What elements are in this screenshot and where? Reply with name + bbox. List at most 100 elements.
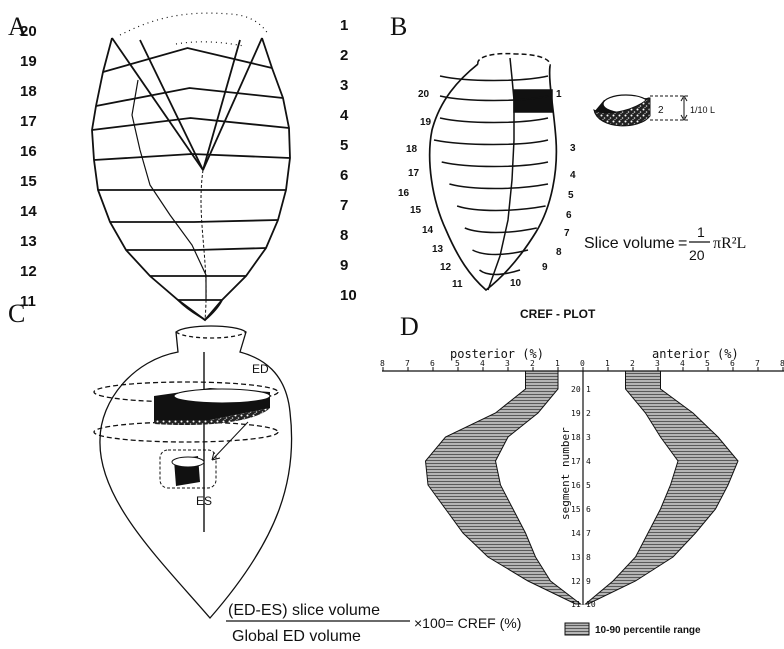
- b-left-number: 17: [408, 168, 420, 179]
- x-tick-label: 2: [630, 359, 635, 368]
- panel-a-ventricle-grid: [92, 13, 290, 320]
- es-label: ES: [196, 494, 212, 508]
- a-right-number: 8: [340, 227, 348, 244]
- segment-anterior-number: 1: [586, 385, 591, 394]
- x-tick-label: 4: [680, 359, 685, 368]
- b-left-number: 13: [432, 244, 444, 255]
- a-segment-line: [126, 248, 266, 250]
- segment-posterior-number: 11: [571, 600, 581, 609]
- formula-numerator: 1: [697, 224, 705, 240]
- a-right-number: 3: [340, 77, 348, 94]
- a-left-number: 16: [20, 143, 37, 160]
- formula-tail: πR²L: [713, 235, 746, 252]
- segment-anterior-number: 9: [586, 577, 591, 586]
- b-left-number: 15: [410, 205, 422, 216]
- b-right-number: 1: [556, 89, 562, 100]
- segment-anterior-number: 2: [586, 409, 591, 418]
- panel-d: D CREF - PLOT posterior (%) anterior (%)…: [380, 307, 784, 636]
- panel-b-ventricle: [430, 54, 557, 290]
- panel-b-letter: B: [390, 12, 407, 41]
- a-top-dotted: [120, 13, 268, 35]
- b-right-number: 3: [570, 143, 576, 154]
- x-tick-label: 6: [430, 359, 435, 368]
- x-tick-label: 7: [405, 359, 410, 368]
- panel-d-letter: D: [400, 312, 419, 341]
- ed-label: ED: [252, 362, 269, 376]
- posterior-percentile-band: [426, 371, 581, 604]
- segment-anterior-number: 7: [586, 529, 591, 538]
- segment-posterior-number: 17: [571, 457, 581, 466]
- b-segment-line: [434, 140, 548, 145]
- es-slice-top: [172, 457, 204, 467]
- a-left-number: 17: [20, 113, 37, 130]
- x-tick-label: 3: [655, 359, 660, 368]
- segment-posterior-number: 15: [571, 505, 581, 514]
- b-right-number: 8: [556, 247, 562, 258]
- a-right-number: 2: [340, 47, 348, 64]
- segment-posterior-number: 12: [571, 577, 581, 586]
- a-right-number: 6: [340, 167, 348, 184]
- b-top-dashed: [478, 54, 550, 66]
- b-segment-line: [442, 162, 548, 167]
- percentile-bands: [426, 371, 739, 604]
- anterior-percentile-band: [586, 371, 739, 604]
- panel-b-slice-illustration: 2 1/10 L: [594, 95, 715, 126]
- x-tick-label: 0: [580, 359, 585, 368]
- b-right-number: 4: [570, 170, 576, 181]
- b-left-number: 14: [422, 225, 434, 236]
- x-tick-label: 6: [730, 359, 735, 368]
- cref-formula-denominator: Global ED volume: [232, 628, 361, 645]
- a-apex: [178, 300, 222, 320]
- panel-c-letter: C: [8, 299, 25, 328]
- b-highlighted-slice: [514, 90, 552, 112]
- b-left-number: 11: [452, 279, 463, 290]
- chart-title: CREF - PLOT: [520, 307, 596, 321]
- x-tick-label: 5: [705, 359, 710, 368]
- cref-formula: (ED-ES) slice volume Global ED volume ×1…: [226, 602, 521, 645]
- segment-posterior-number: 19: [571, 409, 581, 418]
- a-segment-line: [110, 220, 278, 222]
- b-left-number: 16: [398, 188, 410, 199]
- x-tick-label: 8: [780, 359, 784, 368]
- cref-formula-numerator: (ED-ES) slice volume: [228, 602, 380, 619]
- a-v-line: [112, 38, 203, 170]
- anterior-label: anterior (%): [652, 347, 739, 361]
- a-left-number: 13: [20, 233, 37, 250]
- a-left-number: 15: [20, 173, 37, 190]
- ed-to-es-arrow: [212, 422, 248, 460]
- b-right-number: 7: [564, 228, 570, 239]
- b-left-number: 20: [418, 89, 430, 100]
- slice-height-label: 1/10 L: [690, 105, 715, 115]
- x-tick-label: 7: [755, 359, 760, 368]
- formula-equals: =: [678, 235, 687, 252]
- segment-posterior-number: 16: [571, 481, 581, 490]
- b-left-number: 18: [406, 144, 418, 155]
- x-tick-label: 5: [455, 359, 460, 368]
- legend-label: 10-90 percentile range: [595, 625, 701, 636]
- a-segment-line: [94, 154, 290, 160]
- a-segment-line: [103, 48, 272, 72]
- segment-anterior-number: 6: [586, 505, 591, 514]
- b-segment-line: [480, 270, 521, 275]
- a-left-number: 12: [20, 263, 37, 280]
- a-left-number: 20: [20, 23, 37, 40]
- a-right-number: 9: [340, 257, 348, 274]
- a-segment-line: [96, 88, 283, 106]
- formula-denominator: 20: [689, 247, 705, 263]
- b-segment-line: [449, 184, 548, 189]
- x-tick-label: 3: [505, 359, 510, 368]
- b-segment-line: [440, 118, 548, 123]
- segment-axis-label: segment number: [559, 427, 572, 520]
- slice-number-label: 2: [658, 105, 664, 116]
- a-right-number: 1: [340, 17, 348, 34]
- segment-anterior-number: 8: [586, 553, 591, 562]
- ed-slice-top: [174, 389, 270, 403]
- segment-posterior-number: 14: [571, 529, 581, 538]
- b-right-number: 5: [568, 190, 574, 201]
- x-tick-label: 4: [480, 359, 485, 368]
